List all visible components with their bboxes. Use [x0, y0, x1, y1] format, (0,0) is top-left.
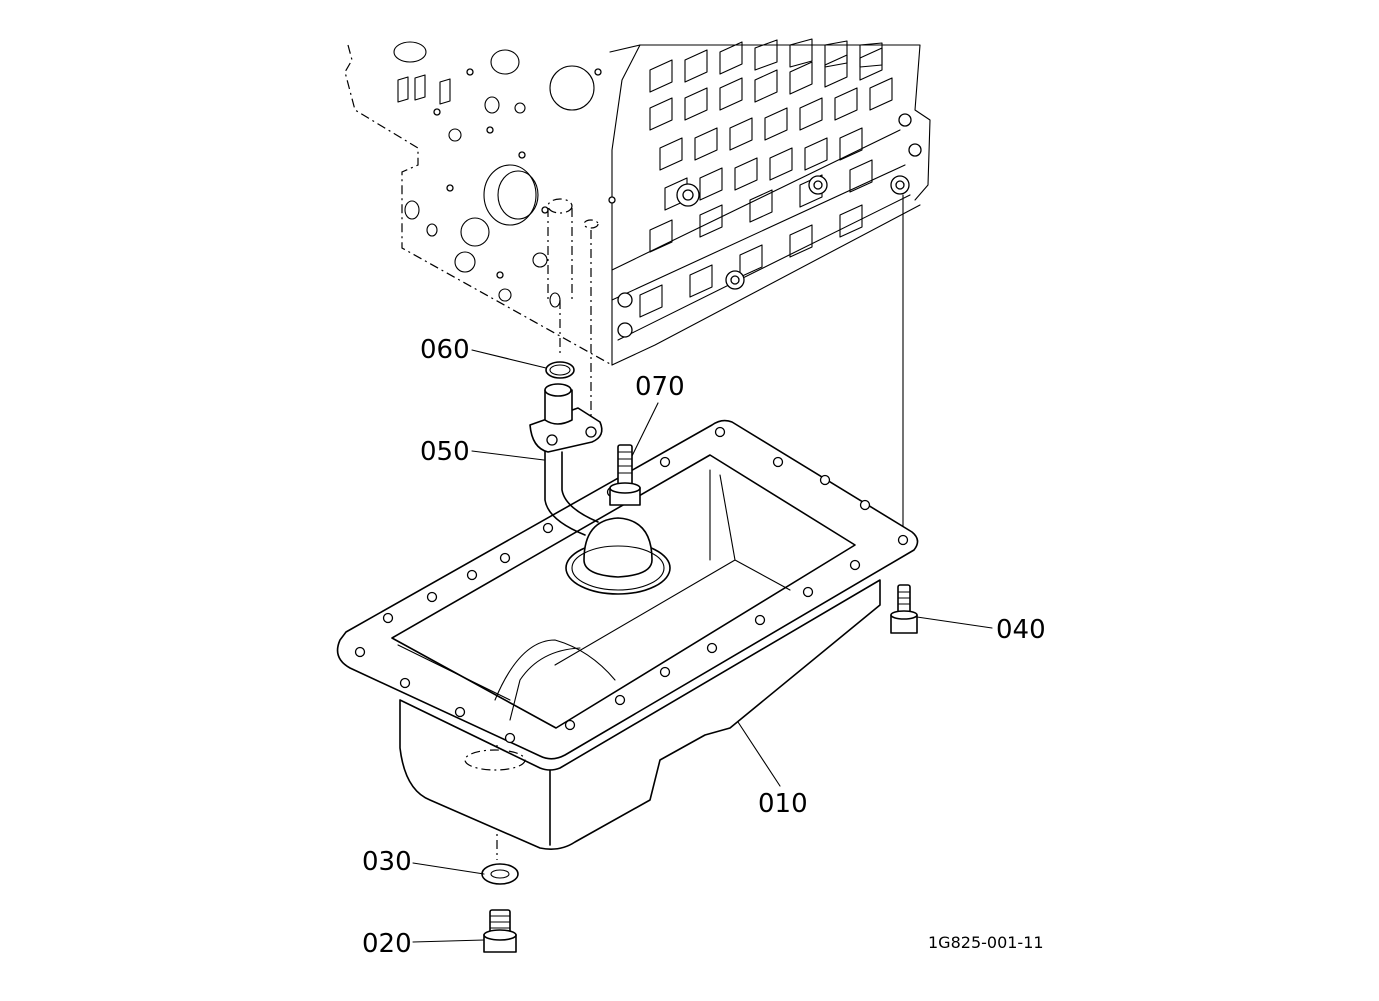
oil-strainer [529, 383, 671, 595]
callout-030: 030 [362, 847, 412, 877]
pan-bolt [890, 584, 918, 634]
callout-020: 020 [362, 929, 412, 959]
callout-060: 060 [420, 335, 470, 365]
callout-040: 040 [996, 615, 1046, 645]
callout-070: 070 [635, 372, 685, 402]
callout-050: 050 [420, 437, 470, 467]
drain-gasket [481, 863, 519, 885]
o-ring [545, 361, 575, 379]
stud-bolt [609, 444, 641, 506]
drawing-code: 1G825-001-11 [928, 933, 1044, 952]
engine-block-phantom [344, 38, 931, 366]
leader-lines [412, 349, 993, 943]
callout-010: 010 [758, 789, 808, 819]
drain-plug [483, 909, 517, 953]
callout-labels: 060 050 070 040 010 030 020 1G825-001-11 [362, 335, 1046, 959]
